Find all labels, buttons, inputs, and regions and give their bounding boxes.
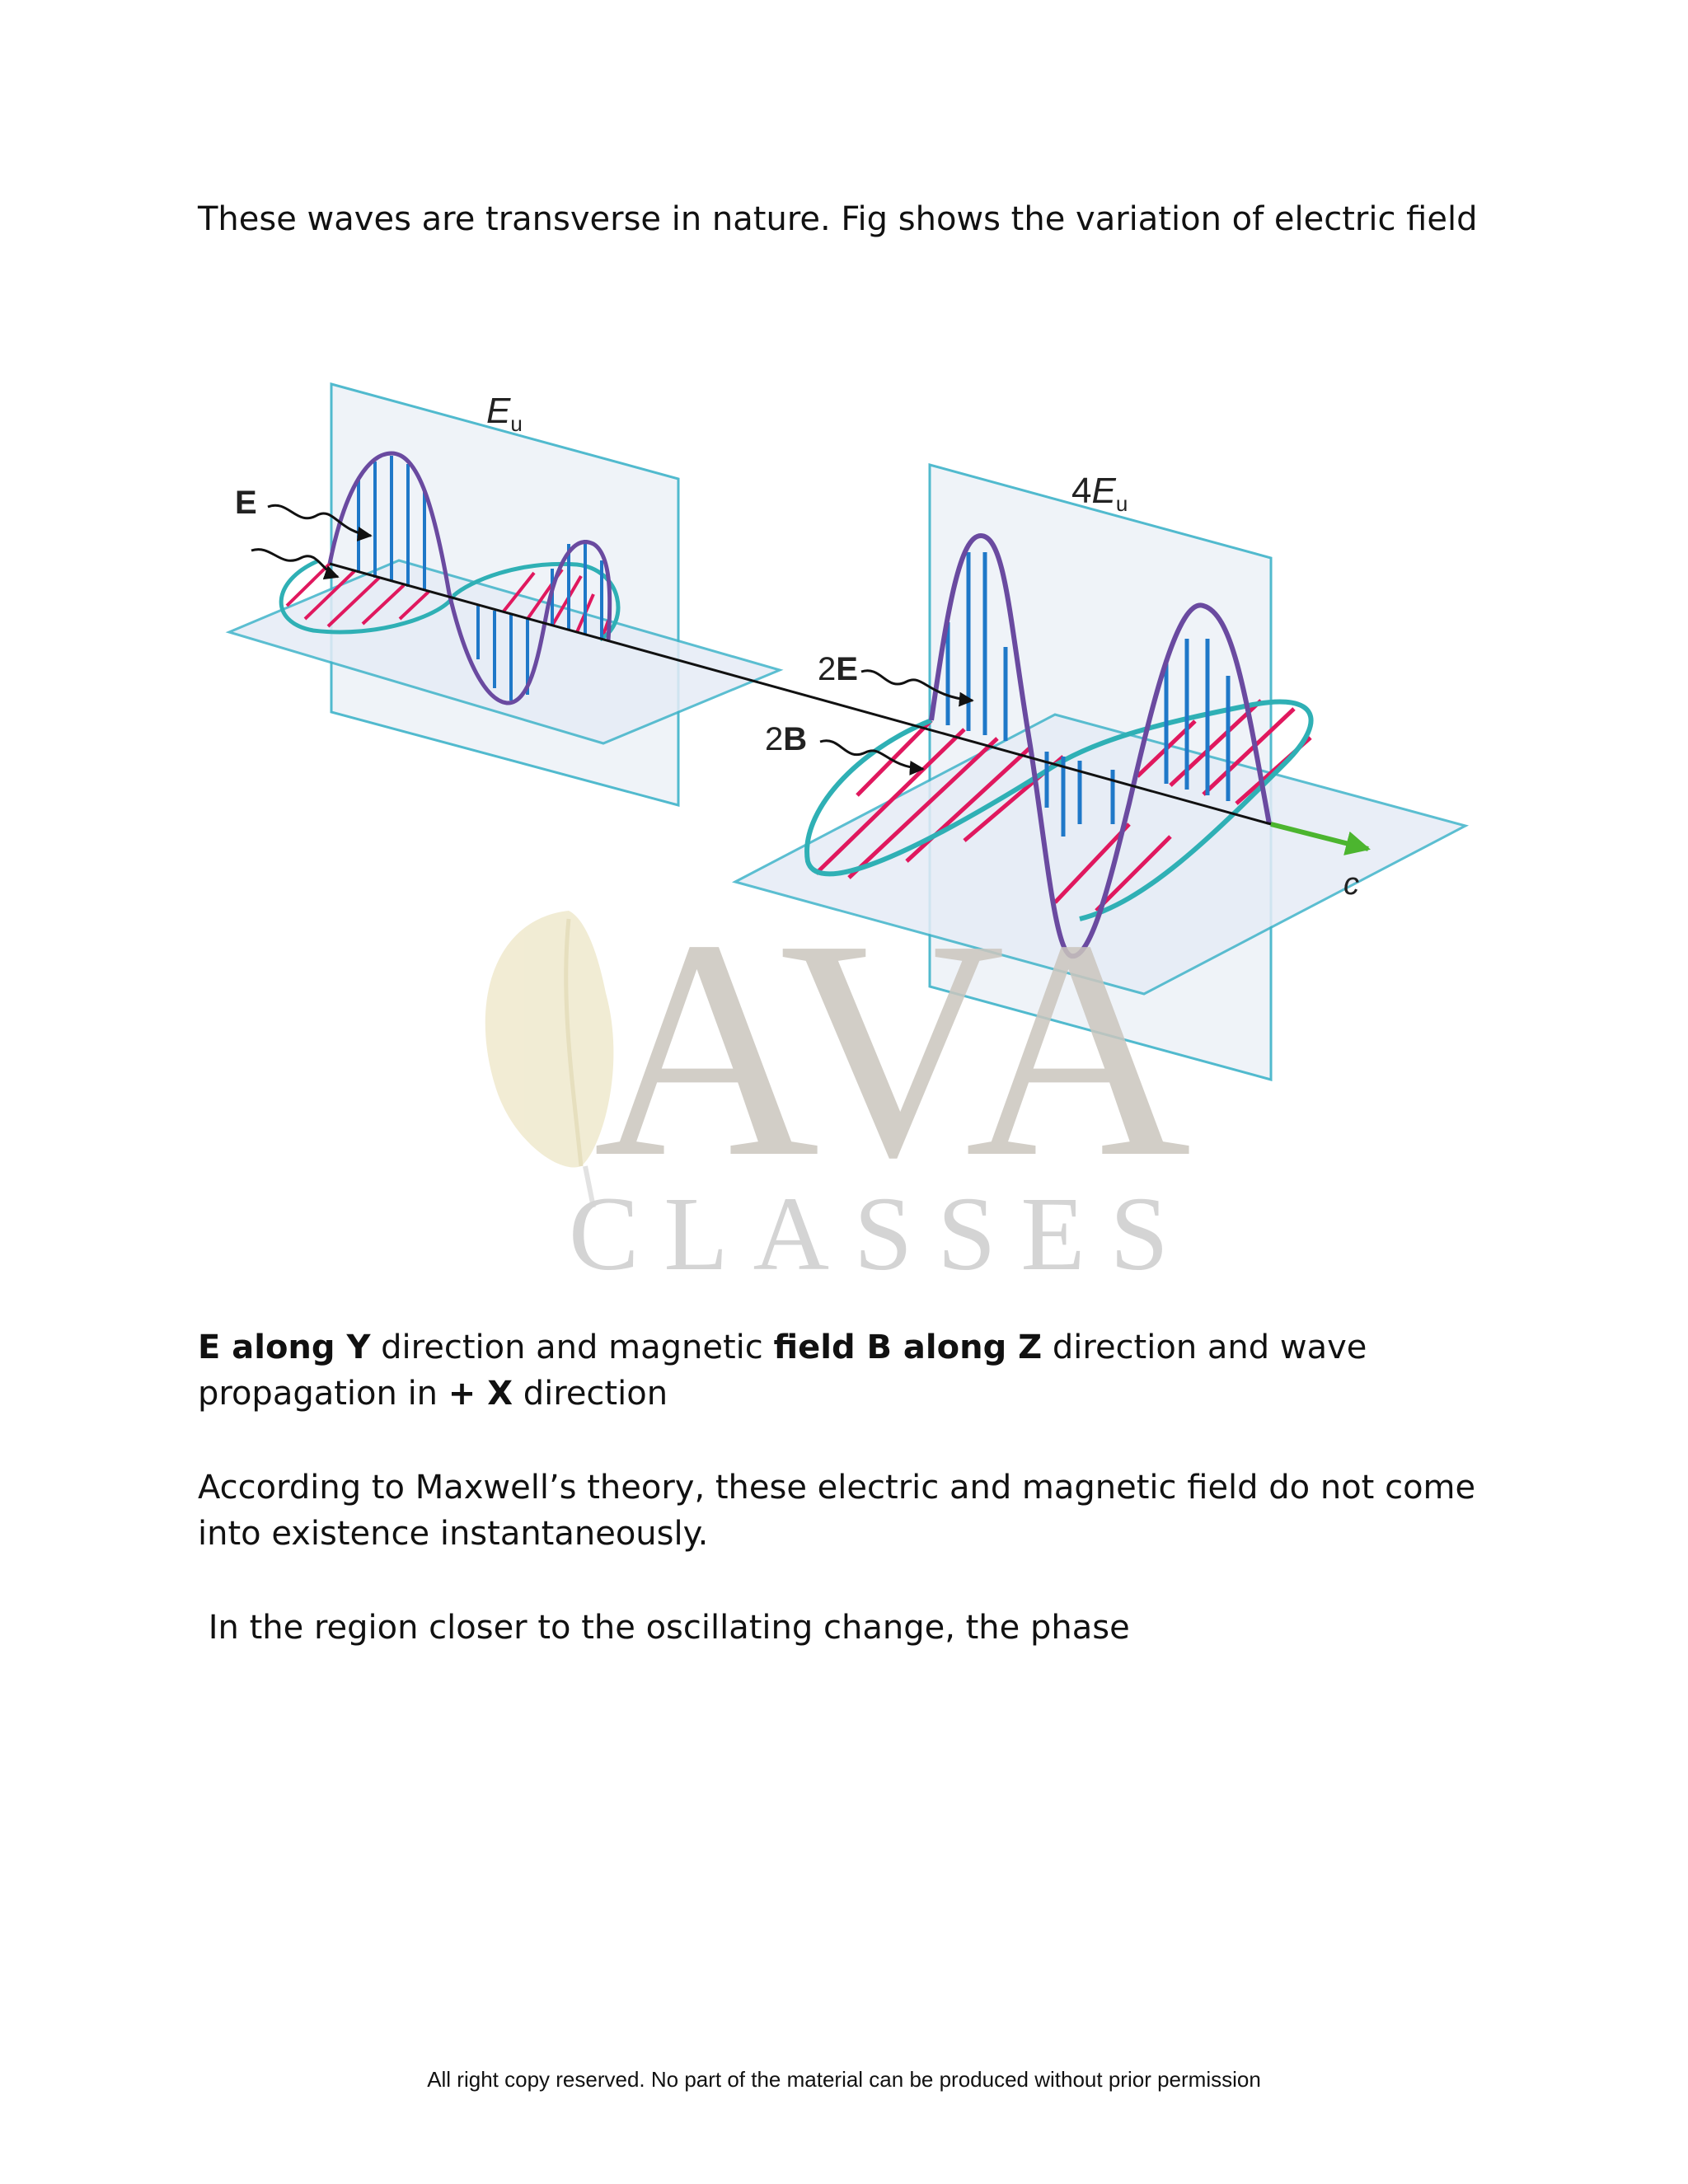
label-eu: Eu — [486, 391, 523, 436]
right-magnetic-wave — [804, 699, 1314, 921]
velocity-arrow — [1270, 822, 1371, 855]
para-maxwell: According to Maxwell’s theory, these ele… — [198, 1469, 1476, 1553]
watermark: AVA CLASSES — [485, 902, 1193, 1282]
em-wave-figure: Eu 4Eu E B 2E 2B c — [223, 382, 1470, 1081]
left-wave-group — [225, 382, 784, 807]
right-electric-field-vectors — [945, 552, 1231, 837]
intro-text: These waves are transverse in nature. Fi… — [198, 200, 1478, 238]
right-electric-wave — [929, 532, 1272, 958]
watermark-mark: AVA — [593, 902, 1191, 1222]
feather-logo — [485, 911, 614, 1208]
2b-pointer — [819, 739, 925, 776]
e-pointer — [267, 504, 373, 541]
right-wave-group — [731, 463, 1470, 1081]
copyright-footer: All right copy reserved. No part of the … — [427, 2067, 1261, 2092]
left-magnetic-wave — [279, 559, 621, 642]
propagation-axis — [329, 562, 1272, 826]
label-2e: 2E — [818, 651, 858, 687]
para-field-directions: E along Y direction and magnetic field B… — [198, 1329, 1367, 1413]
label-2b: 2B — [765, 721, 807, 757]
b-pointer — [251, 548, 340, 580]
2e-pointer — [860, 669, 974, 707]
para-phase: In the region closer to the oscillating … — [198, 1609, 1130, 1647]
label-c: c — [1343, 867, 1359, 902]
watermark-text: CLASSES — [569, 1175, 1193, 1282]
label-e: E — [235, 485, 257, 521]
left-electric-wave — [327, 451, 612, 705]
label-4eu: 4Eu — [1071, 471, 1128, 516]
